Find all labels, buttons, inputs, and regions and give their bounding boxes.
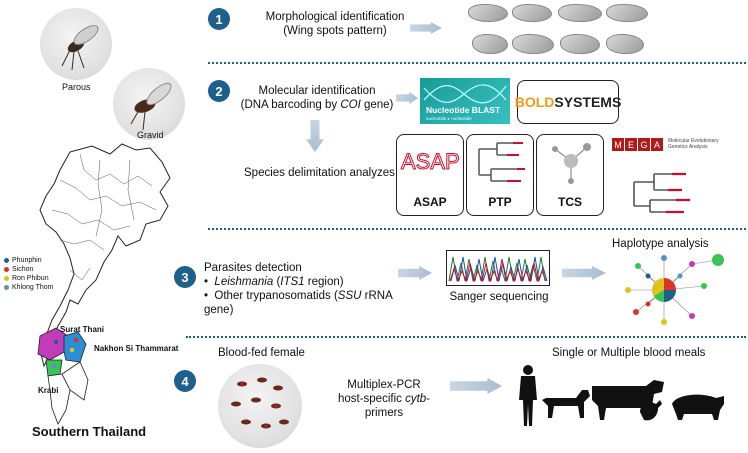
step-2-text: Molecular identification (DNA barcoding …: [232, 84, 402, 112]
blood-fed-label: Blood-fed female: [218, 347, 305, 359]
asap-logo-icon: ASAP: [401, 149, 461, 175]
step-1-badge: 1: [208, 8, 230, 30]
step-2-badge: 2: [208, 80, 230, 102]
asap-card: ASAP ASAP: [396, 134, 464, 216]
host-silhouettes: [519, 365, 724, 426]
step-4-text: Multiplex-PCR host-specific cytb-primers: [324, 378, 444, 420]
map-label-nakhon: Nakhon Si Thammarat: [94, 344, 179, 353]
pig-icon: [672, 394, 724, 420]
chicken-icon: [640, 400, 662, 421]
chromatogram-box: [446, 250, 550, 286]
step-4-line1: Multiplex-PCR: [347, 379, 421, 391]
wing-images: [468, 4, 740, 56]
chromatogram-icon: [448, 256, 548, 283]
blast-logo: Nucleotide BLAST nucleotide ▸ nucleotide: [420, 78, 510, 124]
legend-item: Phunphin: [4, 256, 54, 265]
gravid-label: Gravid: [137, 130, 164, 140]
phylo-tree-icon: [478, 142, 525, 182]
map-title: Southern Thailand: [32, 424, 147, 439]
divider-2: [208, 228, 746, 230]
step-3-badge: 3: [174, 266, 196, 288]
step-3-bullet-1: • Leishmania (ITS1 region): [204, 276, 344, 288]
step-2-line1: Molecular identification: [258, 85, 376, 97]
human-icon: [519, 365, 537, 426]
blood-meals-label: Single or Multiple blood meals: [552, 347, 706, 359]
tcs-card: TCS: [536, 134, 604, 216]
legend-item: Khlong Thom: [4, 283, 54, 292]
nakhon-region: [63, 331, 87, 363]
arrow-right-icon: [396, 92, 418, 104]
step-2-line2: (DNA barcoding by COI gene): [240, 99, 394, 111]
gravid-sandfly-photo: [113, 68, 185, 140]
dog-icon: [542, 390, 590, 418]
ptp-label: PTP: [488, 195, 512, 209]
divider-3: [186, 336, 746, 338]
divider-1: [208, 62, 746, 64]
step-3-text: Parasites detection • Leishmania (ITS1 r…: [204, 261, 414, 317]
mega-tree-icon: [633, 172, 690, 214]
sandfly-icon: [61, 25, 99, 71]
step-3-bullet-2: • Other trypanosomatids (SSU rRNA gene): [204, 290, 393, 316]
haplotype-label: Haplotype analysis: [612, 238, 709, 250]
sandfly-cluster-icon: [231, 377, 289, 429]
step-1-text: Morphological identification (Wing spots…: [240, 10, 430, 38]
arrow-right-icon: [398, 266, 432, 280]
step-4-line2: host-specific cytb-primers: [337, 393, 431, 419]
parous-sandfly-photo: [40, 8, 112, 80]
sandfly-icon: [130, 82, 172, 131]
arrow-down-icon: [306, 120, 324, 152]
asap-label: ASAP: [413, 195, 447, 209]
arrow-right-icon: [562, 266, 606, 280]
network-icon: [552, 143, 591, 184]
arrow-right-icon: [410, 22, 442, 34]
step-4-badge: 4: [174, 370, 196, 392]
map-legend: Phunphin Sichon Ron Phibun Khlong Thom: [4, 256, 54, 292]
sanger-label: Sanger sequencing: [449, 291, 549, 303]
svg-text:ASAP: ASAP: [401, 149, 460, 174]
map-label-surat: Surat Thani: [60, 325, 105, 334]
species-delimitation-label: Species delimitation analyzes: [244, 167, 395, 179]
ptp-card: PTP: [466, 134, 534, 216]
blood-fed-photo: [218, 364, 302, 448]
thailand-map: [37, 143, 171, 425]
haplotype-network-icon: [625, 254, 724, 325]
legend-item: Sichon: [4, 265, 54, 274]
step-1-line1: Morphological identification: [265, 11, 405, 23]
legend-item: Ron Phibun: [4, 274, 54, 283]
map-label-krabi: Krabi: [38, 386, 59, 395]
step-1-line2: (Wing spots pattern): [283, 25, 387, 37]
arrow-right-icon: [450, 378, 502, 394]
tcs-label: TCS: [558, 195, 582, 209]
parous-label: Parous: [62, 82, 91, 92]
step-3-title: Parasites detection: [204, 262, 302, 274]
